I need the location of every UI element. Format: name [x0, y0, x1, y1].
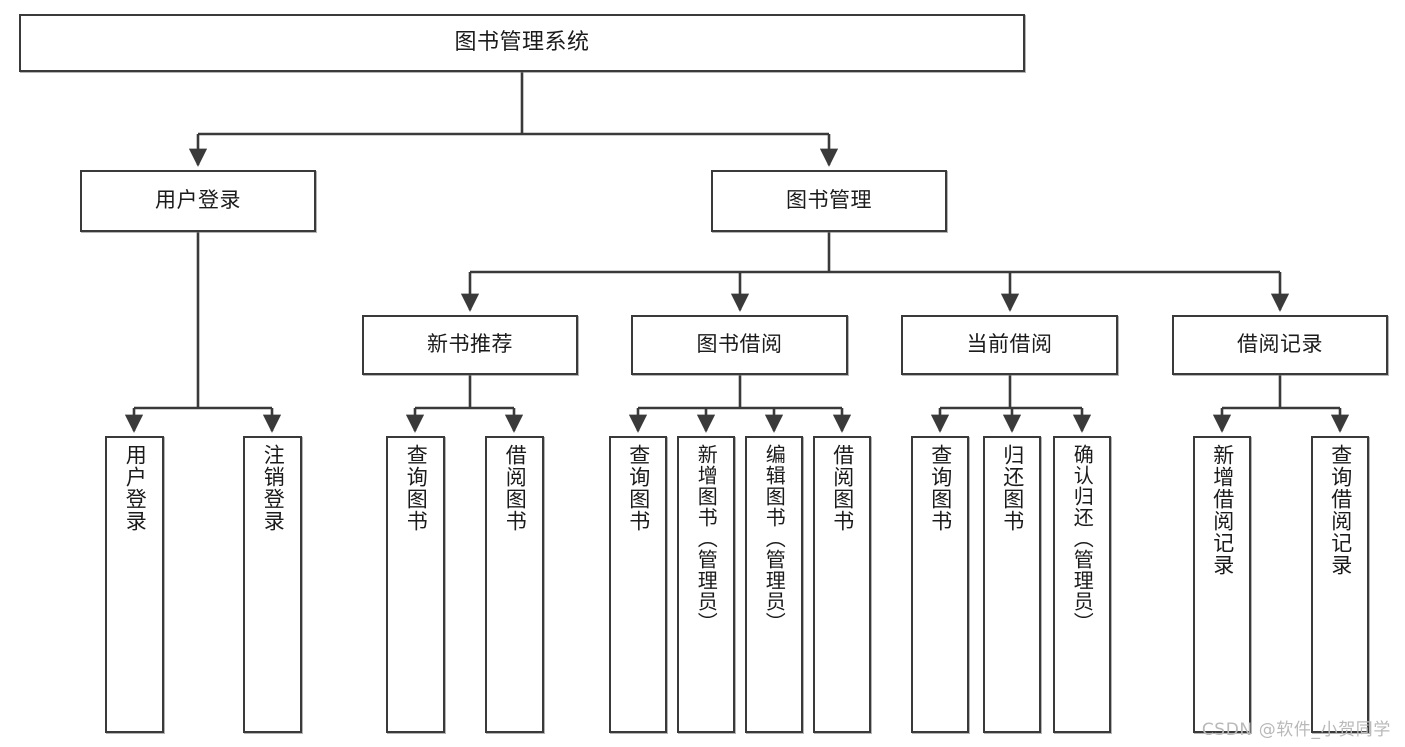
node-leaf-query-book-borrow-label: 查询图书	[626, 444, 651, 532]
node-leaf-query-book-current[interactable]: 查询图书	[911, 436, 969, 733]
node-leaf-query-borrow-record-label: 查询借阅记录	[1328, 444, 1353, 576]
node-leaf-query-book-new[interactable]: 查询图书	[386, 436, 445, 733]
node-current-borrow-label: 当前借阅	[966, 332, 1053, 357]
node-leaf-logout[interactable]: 注销登录	[243, 436, 302, 733]
node-leaf-edit-book-admin[interactable]: 编辑图书（管理员）	[745, 436, 803, 733]
node-leaf-query-book-borrow[interactable]: 查询图书	[609, 436, 667, 733]
node-book-borrow[interactable]: 图书借阅	[631, 315, 848, 375]
node-leaf-confirm-return-admin[interactable]: 确认归还（管理员）	[1053, 436, 1111, 733]
node-leaf-borrow-book-new[interactable]: 借阅图书	[485, 436, 544, 733]
node-current-borrow[interactable]: 当前借阅	[901, 315, 1118, 375]
node-borrow-record-label: 借阅记录	[1237, 332, 1323, 357]
node-leaf-query-book-current-label: 查询图书	[928, 444, 953, 532]
node-leaf-add-borrow-record-label: 新增借阅记录	[1210, 444, 1235, 576]
csdn-watermark: CSDN @软件_小贺同学	[1201, 720, 1391, 740]
node-leaf-query-borrow-record[interactable]: 查询借阅记录	[1311, 436, 1369, 733]
node-root-label: 图书管理系统	[454, 29, 590, 55]
node-book-manage-label: 图书管理	[786, 188, 872, 213]
node-leaf-edit-book-admin-label: 编辑图书（管理员）	[762, 444, 787, 633]
node-new-book-recommend[interactable]: 新书推荐	[362, 315, 578, 375]
node-borrow-record[interactable]: 借阅记录	[1172, 315, 1388, 375]
node-leaf-return-book[interactable]: 归还图书	[983, 436, 1041, 733]
node-user-login-label: 用户登录	[155, 188, 241, 213]
node-leaf-query-book-new-label: 查询图书	[404, 444, 429, 532]
node-book-borrow-label: 图书借阅	[696, 332, 783, 357]
node-leaf-user-login[interactable]: 用户登录	[105, 436, 164, 733]
node-book-manage[interactable]: 图书管理	[711, 170, 947, 232]
node-leaf-logout-label: 注销登录	[261, 444, 286, 532]
node-leaf-return-book-label: 归还图书	[1000, 444, 1025, 532]
node-leaf-add-book-admin-label: 新增图书（管理员）	[694, 444, 719, 633]
node-leaf-add-book-admin[interactable]: 新增图书（管理员）	[677, 436, 735, 733]
node-leaf-confirm-return-admin-label: 确认归还（管理员）	[1070, 444, 1095, 633]
node-leaf-user-login-label: 用户登录	[123, 444, 148, 532]
node-root[interactable]: 图书管理系统	[19, 14, 1025, 72]
node-leaf-add-borrow-record[interactable]: 新增借阅记录	[1193, 436, 1251, 733]
node-leaf-borrow-book[interactable]: 借阅图书	[813, 436, 871, 733]
node-new-book-recommend-label: 新书推荐	[427, 332, 513, 357]
node-leaf-borrow-book-new-label: 借阅图书	[503, 444, 528, 532]
node-user-login[interactable]: 用户登录	[80, 170, 316, 232]
node-leaf-borrow-book-label: 借阅图书	[830, 444, 855, 532]
